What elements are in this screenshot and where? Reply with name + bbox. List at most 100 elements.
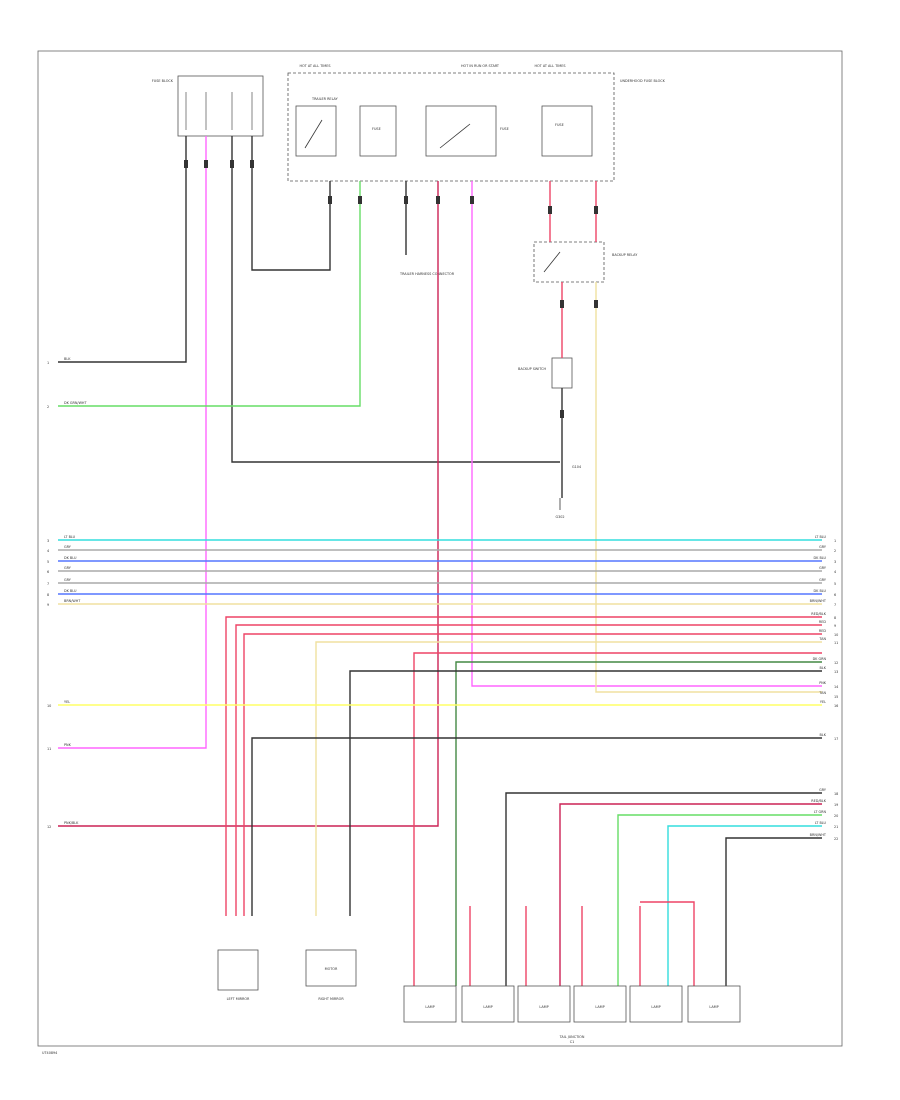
left-pin-8: 8 bbox=[47, 593, 49, 597]
right-label-17: BLK bbox=[820, 733, 827, 737]
page-border bbox=[37, 50, 843, 1047]
right-pin-19: 19 bbox=[834, 803, 838, 807]
right-pin-12: 12 bbox=[834, 661, 838, 665]
left-pin-6: 6 bbox=[47, 570, 49, 574]
left-pin-5: 5 bbox=[47, 560, 49, 564]
hot-at-all-times-1-label: HOT AT ALL TIMES bbox=[299, 64, 330, 68]
lamp-1-label: LAMP bbox=[425, 1005, 434, 1009]
bus-wires bbox=[58, 539, 822, 986]
right-pin-9: 9 bbox=[834, 624, 836, 628]
right-label-5: GRY bbox=[819, 578, 827, 582]
tail-lamps: LAMP LAMP LAMP LAMP LAMP LAMP TAIL JUNCT… bbox=[403, 985, 741, 1044]
right-label-3: DK BLU bbox=[814, 556, 827, 560]
connector-marks bbox=[184, 160, 598, 418]
backup-relay: BACKUP RELAY bbox=[533, 241, 638, 283]
right-pin-5: 5 bbox=[834, 582, 836, 586]
tail-wires bbox=[469, 792, 822, 986]
right-label-11: TAN bbox=[818, 637, 826, 641]
ground-1: G104 G302 bbox=[555, 465, 581, 519]
left-label-4: GRY bbox=[64, 545, 72, 549]
left-pin-1: 1 bbox=[47, 361, 49, 365]
right-label-2: GRY bbox=[819, 545, 827, 549]
backup-switch-label: BACKUP SWITCH bbox=[518, 367, 546, 371]
left-pin-9: 9 bbox=[47, 603, 49, 607]
trailer-relay-label: TRAILER RELAY bbox=[311, 97, 339, 101]
lamp-5-label: LAMP bbox=[651, 1005, 660, 1009]
right-pin-10: 10 bbox=[834, 633, 838, 637]
motor-label: MOTOR bbox=[325, 967, 338, 971]
right-label-15: TAN bbox=[818, 691, 826, 695]
right-pin-18: 18 bbox=[834, 792, 838, 796]
right-label-12: DK GRN bbox=[813, 657, 827, 661]
right-wire-labels: LT BLU 1 GRY 2 DK BLU 3 GRY 4 GRY 5 DK B… bbox=[810, 535, 839, 841]
hot-at-all-times-2-label: HOT AT ALL TIMES bbox=[534, 64, 565, 68]
right-pin-16: 16 bbox=[834, 704, 838, 708]
right-pin-7: 7 bbox=[834, 603, 836, 607]
right-pin-22: 22 bbox=[834, 837, 838, 841]
left-label-2: DK GRN/WHT bbox=[64, 401, 87, 405]
left-label-7: GRY bbox=[64, 578, 72, 582]
right-label-20: LT GRN bbox=[814, 810, 827, 814]
ground-1-label: G104 bbox=[572, 465, 581, 469]
right-pin-3: 3 bbox=[834, 560, 836, 564]
tail-junction-sub: C1 bbox=[570, 1040, 575, 1044]
left-pin-4: 4 bbox=[47, 549, 49, 553]
right-mirror: MOTOR RIGHT MIRROR bbox=[305, 949, 357, 1001]
left-mirror: LEFT MIRROR bbox=[217, 949, 259, 1001]
right-pin-14: 14 bbox=[834, 685, 838, 689]
right-label-6: DK BLU bbox=[814, 589, 827, 593]
right-pin-1: 1 bbox=[834, 539, 836, 543]
left-pin-3: 3 bbox=[47, 539, 49, 543]
right-label-7: BRN/WHT bbox=[810, 599, 827, 603]
left-wire-labels: 1 BLK 2 DK GRN/WHT 3 LT BLU 4 GRY 5 DK B… bbox=[47, 357, 87, 829]
right-pin-13: 13 bbox=[834, 670, 838, 674]
right-label-19: RED/BLK bbox=[811, 799, 826, 803]
backup-switch: BACKUP SWITCH bbox=[518, 357, 573, 389]
right-label-13: BLK bbox=[820, 666, 827, 670]
left-pin-12: 12 bbox=[47, 825, 51, 829]
underhood-fuse-block: HOT AT ALL TIMES HOT IN RUN OR START HOT… bbox=[287, 64, 666, 182]
right-label-1: LT BLU bbox=[815, 535, 827, 539]
right-label-9: RED bbox=[819, 620, 826, 624]
right-pin-20: 20 bbox=[834, 814, 838, 818]
right-label-18: GRY bbox=[819, 788, 827, 792]
tail-junction-label: TAIL JUNCTION bbox=[559, 1035, 585, 1039]
right-label-22: BRN/WHT bbox=[810, 833, 827, 837]
right-pin-6: 6 bbox=[834, 593, 836, 597]
left-label-9: BRN/WHT bbox=[64, 599, 81, 603]
right-mirror-label: RIGHT MIRROR bbox=[318, 997, 344, 1001]
fuse-2-label: FUSE bbox=[500, 127, 509, 131]
right-pin-4: 4 bbox=[834, 570, 836, 574]
left-pin-11: 11 bbox=[47, 747, 51, 751]
lamp-3-label: LAMP bbox=[539, 1005, 548, 1009]
right-label-14: PNK bbox=[819, 681, 827, 685]
left-label-3: LT BLU bbox=[64, 535, 76, 539]
left-label-12: PNK/BLK bbox=[64, 821, 79, 825]
lamp-2-label: LAMP bbox=[483, 1005, 492, 1009]
right-label-8: RED/BLK bbox=[811, 612, 826, 616]
left-label-1: BLK bbox=[64, 357, 71, 361]
lamp-6-label: LAMP bbox=[709, 1005, 718, 1009]
fuse-block: FUSE BLOCK bbox=[152, 75, 264, 137]
left-label-6: GRY bbox=[64, 566, 72, 570]
left-label-8: DK BLU bbox=[64, 589, 77, 593]
right-label-10: RED bbox=[819, 629, 826, 633]
left-label-5: DK BLU bbox=[64, 556, 77, 560]
fuse-1-label: FUSE bbox=[372, 127, 381, 131]
left-pin-7: 7 bbox=[47, 582, 49, 586]
fuse-block-label: FUSE BLOCK bbox=[152, 79, 174, 83]
right-label-21: LT BLU bbox=[815, 821, 827, 825]
right-pin-21: 21 bbox=[834, 825, 838, 829]
fuse-3-label: FUSE bbox=[555, 123, 564, 127]
left-pin-10: 10 bbox=[47, 704, 51, 708]
right-label-4: GRY bbox=[819, 566, 827, 570]
backup-relay-label: BACKUP RELAY bbox=[612, 253, 638, 257]
left-mirror-label: LEFT MIRROR bbox=[227, 997, 250, 1001]
hot-in-run-start-label: HOT IN RUN OR START bbox=[461, 64, 500, 68]
right-pin-15: 15 bbox=[834, 695, 838, 699]
right-pin-11: 11 bbox=[834, 641, 838, 645]
right-pin-2: 2 bbox=[834, 549, 836, 553]
page-code: UT40894 bbox=[42, 1051, 57, 1055]
left-pin-2: 2 bbox=[47, 405, 49, 409]
